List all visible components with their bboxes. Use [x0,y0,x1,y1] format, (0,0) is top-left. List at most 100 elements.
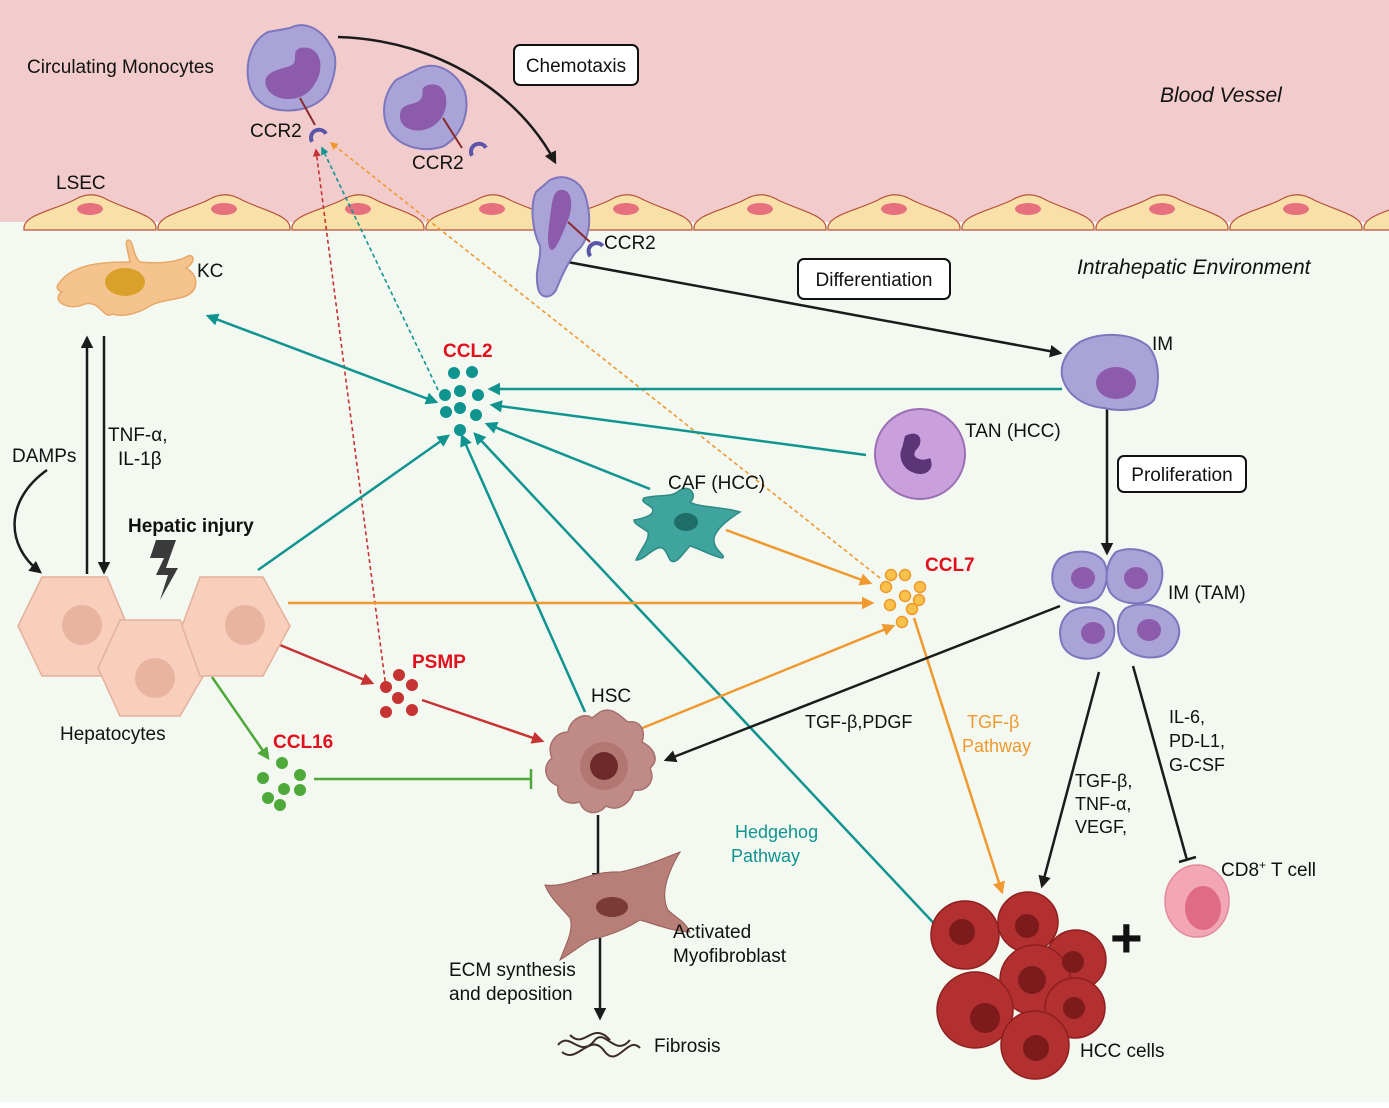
psmp-chemokine-cluster [380,669,418,718]
lsec-nucleus [479,203,505,215]
plus-sign: + [1110,906,1143,969]
ccl2-chemokine-cluster [439,366,484,436]
kc-ccl2-arrow [205,313,439,405]
blood-vessel-region [0,0,1389,222]
hcc-cells-label: HCC cells [1080,1041,1164,1062]
circulating-monocyte-2 [383,64,488,157]
tam-to-hsc-arrow [663,604,1061,763]
ccr2-label-2: CCR2 [412,153,464,174]
tgf-beta-pathway-arrow [912,617,1005,895]
ecm-label-2: and deposition [449,984,573,1005]
tumor-associated-macrophage-cluster [1051,548,1181,660]
intrahepatic-label: Intrahepatic Environment [1077,256,1312,279]
differentiation-box: Differentiation [797,258,951,300]
tam-inhibits-cd8-line [1131,665,1189,861]
ccl16-label: CCL16 [273,732,333,753]
chemokine-dot [898,568,912,582]
lsec-cell [1363,209,1389,231]
hedgehog-pathway-arrow [473,432,944,934]
cd8-t-cell [1164,864,1230,938]
chemokine-dot [294,769,306,781]
circulating-monocyte-1 [246,24,337,143]
lightning-bolt-icon [150,540,178,600]
hcc-tumor-cluster [930,891,1107,1080]
lsec-nucleus [613,203,639,215]
chemokine-dot [393,669,405,681]
lsec-layer [23,194,1389,231]
chemokine-dot [472,389,484,401]
chemokine-dot [884,568,898,582]
tam-hcc-label-3: VEGF, [1075,817,1127,837]
chemotaxis-arrow [337,35,557,165]
chemokine-dot [278,783,290,795]
lsec-label: LSEC [56,173,106,194]
chemokine-dot [392,692,404,704]
ccr2-label-1: CCR2 [250,121,302,142]
hepatocyte-to-ccl16-arrow [210,676,270,761]
ccl2-label: CCL2 [443,341,493,362]
chemokine-dot [470,409,482,421]
chemokine-dot [466,366,478,378]
im-label: IM [1152,334,1173,355]
lsec-nucleus [345,203,371,215]
lsec-nucleus [1283,203,1309,215]
tam-hcc-label-1: TGF-β, [1075,771,1132,791]
chemokine-dot [895,615,909,629]
activated-myofibroblast [544,850,691,962]
ccl7-ccr2-dashed-arrow [329,142,881,579]
extravasating-monocyte [531,176,605,298]
chemokine-dot [454,402,466,414]
fibrosis-fibers-icon [557,1032,641,1058]
cd8-t-cell-label: CD8+ T cell [1221,858,1316,881]
chemokine-dot [262,792,274,804]
proliferation-box: Proliferation [1117,455,1247,493]
chemokine-dot [448,367,460,379]
hepatic-stellate-cell [545,709,656,814]
damps-curved-arrow [13,468,48,574]
fibrosis-label: Fibrosis [654,1036,721,1057]
caf-to-ccl7-arrow [725,528,873,586]
chemotaxis-label: Chemotaxis [526,56,626,77]
hsc-label: HSC [591,686,631,707]
chemokine-dot [294,784,306,796]
chemokine-dot [898,589,912,603]
hepatocytes-label: Hepatocytes [60,724,166,745]
chemokine-dot [380,681,392,693]
lsec-nucleus [1149,203,1175,215]
hedgehog-pathway-label-2: Pathway [731,846,800,866]
chemokine-dot [406,704,418,716]
psmp-label: PSMP [412,652,466,673]
myofibroblast-label-1: Activated [673,922,751,943]
circulating-monocytes-label: Circulating Monocytes [27,57,214,78]
ecm-label-1: ECM synthesis [449,960,576,981]
tam-cd8-label-1: IL-6, [1169,707,1205,727]
tam-cd8-label-2: PD-L1, [1169,731,1225,751]
chemotaxis-box: Chemotaxis [513,44,639,86]
tgf-pathway-label-2: Pathway [962,736,1031,756]
kupffer-cell [56,239,197,317]
chemokine-dot [440,406,452,418]
tam-hcc-label-2: TNF-α, [1075,794,1131,814]
lsec-nucleus [1015,203,1041,215]
proliferation-label: Proliferation [1131,465,1232,486]
tan-label: TAN (HCC) [965,421,1061,442]
intermediate-monocyte-cell [1060,333,1159,411]
hepatocyte-to-ccl2-arrow [257,434,451,572]
hepatocytes-cluster [17,576,291,717]
hsc-to-ccl7-arrow [639,623,896,731]
differentiation-arrow [561,259,1063,358]
im-tam-label: IM (TAM) [1168,583,1246,604]
hedgehog-pathway-label-1: Hedgehog [735,822,818,842]
kc-label: KC [197,261,223,282]
tam-cd8-inhibit-bar [1178,855,1197,864]
chemokine-dot [879,580,893,594]
differentiation-label: Differentiation [816,270,933,291]
chemokine-dot [454,424,466,436]
damps-label: DAMPs [12,446,76,467]
hepatic-injury-label: Hepatic injury [128,516,254,537]
chemokine-dot [912,593,926,607]
chemokine-dot [406,679,418,691]
blood-vessel-label: Blood Vessel [1160,84,1283,107]
